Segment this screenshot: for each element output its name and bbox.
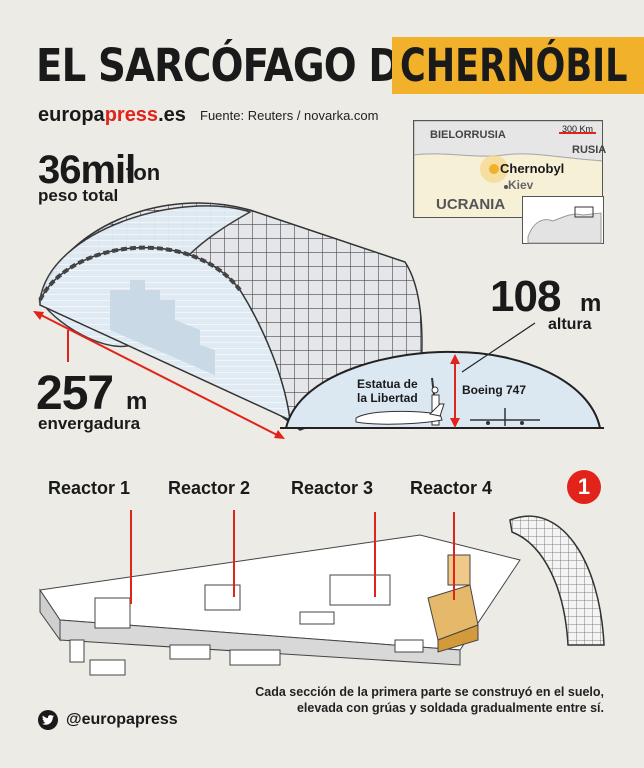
statue-label-line1: Estatua de (357, 377, 418, 391)
source-text: Fuente: Reuters / novarka.com (200, 108, 379, 123)
brand-prefix: europa (38, 104, 105, 126)
statue-label: Estatua de la Libertad (357, 377, 418, 405)
brand-logo[interactable]: europapress.es (38, 104, 186, 127)
reactor-2-label: Reactor 2 (168, 478, 251, 498)
brand-accent: press (104, 104, 159, 126)
caption: Cada sección de la primera parte se cons… (200, 684, 604, 716)
step-badge: 1 (567, 470, 601, 504)
map-belarus: BIELORRUSIA (430, 129, 506, 141)
span-dimension-line (34, 311, 284, 439)
facade-silhouette (110, 280, 215, 375)
weight-label: peso total (38, 186, 119, 205)
span-unit: m (126, 388, 148, 415)
reactor-plant (39, 534, 521, 676)
arch-truss (38, 245, 242, 301)
reactor-1-label: Reactor 1 (48, 478, 131, 498)
europe-inset-shapes (527, 206, 602, 244)
title-highlight: CHERNÓBIL (400, 39, 628, 92)
twitter-handle: @europapress (66, 711, 178, 728)
statue-label-line2: la Libertad (357, 391, 418, 405)
span-label: envergadura (38, 414, 141, 433)
arch-section (509, 515, 605, 646)
boeing-label: Boeing 747 (462, 383, 527, 397)
boeing-front-icon (470, 408, 540, 426)
twitter-icon (38, 710, 58, 730)
title-highlight-box (392, 37, 644, 94)
height-unit: m (580, 290, 602, 317)
span-value: 257 (36, 367, 114, 420)
map-russia: RUSIA (572, 144, 607, 156)
caption-line1: Cada sección de la primera parte se cons… (255, 685, 604, 699)
weight-unit: ton (126, 160, 161, 185)
brand-suffix: .es (158, 104, 186, 126)
weight-value: 36mil (38, 148, 136, 192)
map-scale: 300 Km (562, 124, 594, 134)
twitter-link[interactable]: @europapress (38, 710, 178, 730)
reactor-4-label: Reactor 4 (410, 478, 493, 498)
height-label: altura (548, 316, 592, 333)
comparison-dome (284, 350, 602, 429)
title: EL SARCÓFAGO DE (36, 39, 426, 92)
caption-line2: elevada con grúas y soldada gradualmente… (296, 701, 604, 715)
europe-inset (522, 196, 604, 244)
map-ukraine: UCRANIA (436, 196, 506, 213)
map-chernobyl: Chernobyl (500, 161, 565, 176)
height-value: 108 (490, 272, 561, 321)
reactor-3-label: Reactor 3 (291, 478, 374, 498)
map-kiev: Kiev (508, 178, 534, 192)
boeing-side-icon (355, 403, 445, 425)
